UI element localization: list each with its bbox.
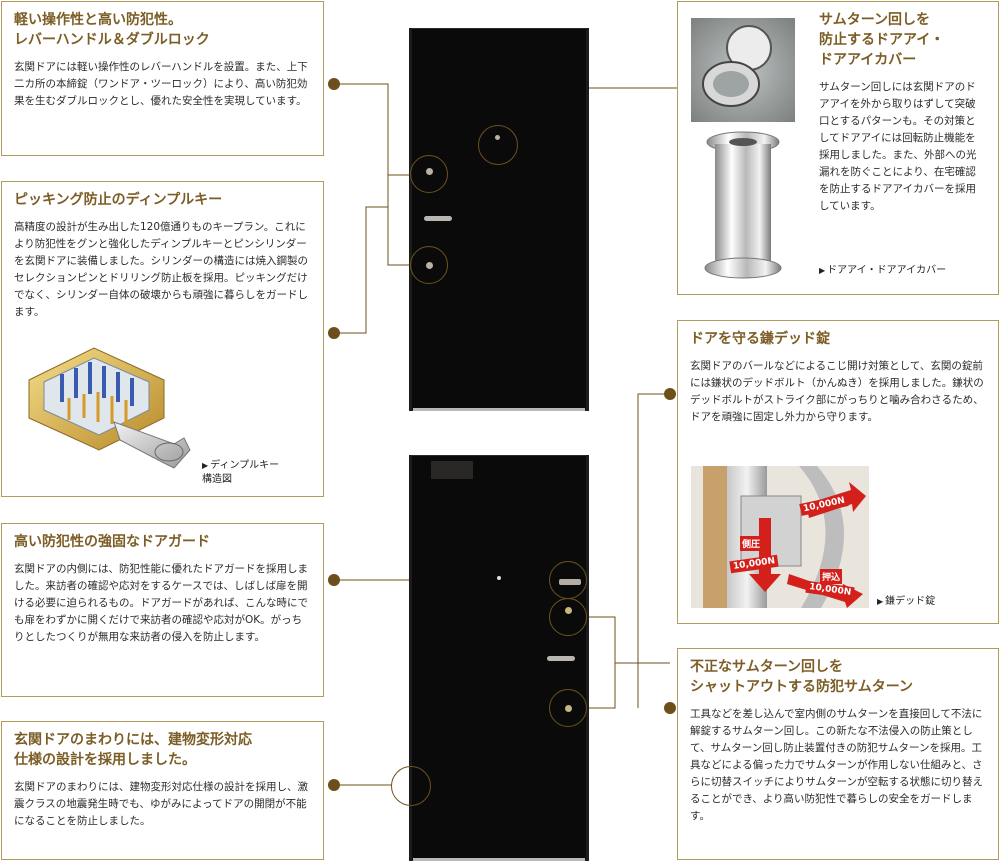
highlight-circle	[478, 125, 518, 165]
card-title: 高い防犯性の強固なドアガード	[14, 534, 210, 550]
leader-line-lever	[334, 83, 415, 176]
highlight-circle	[410, 246, 448, 284]
highlight-circle	[391, 766, 431, 806]
card-door-frame: 玄関ドアのまわりには、建物変形対応 仕様の設計を採用しました。 玄関ドアのまわり…	[1, 721, 324, 860]
card-dimple-key: ピッキング防止のディンプルキー 高精度の設計が生み出した120億通りものキープラ…	[1, 181, 324, 497]
lever-handle	[424, 216, 452, 221]
card-body: 玄関ドアのバールなどによるこじ開け対策として、玄関の錠前には鎌状のデッドボルト（…	[690, 360, 984, 423]
card-thumbturn: 不正なサムターン回しを シャットアウトする防犯サムターン 工具などを差し込んで室…	[677, 648, 999, 860]
leader-line-deadbolt	[615, 393, 670, 664]
card-body: 高精度の設計が生み出した120億通りものキープラン。これにより防犯性をグンと強化…	[14, 221, 308, 318]
card-lever-handle: 軽い操作性と高い防犯性。 レバーハンドル＆ダブルロック 玄関ドアには軽い操作性の…	[1, 1, 324, 156]
card-body: 工具などを差し込んで室内側のサムターンを直接回して不法に解錠するサムターン回し。…	[690, 708, 984, 822]
door-eye-photo	[704, 131, 782, 279]
force-label-side-title: 側圧	[740, 536, 763, 551]
leader-line-thumbturn	[585, 616, 670, 664]
caption-dimple-key: ディンプルキー 構造図	[202, 459, 279, 487]
card-body: 玄関ドアのまわりには、建物変形対応仕様の設計を採用し、激震クラスの地震発生時でも…	[14, 781, 308, 827]
connector-dot	[664, 702, 676, 714]
highlight-circle	[410, 155, 448, 193]
caption-deadbolt: 鎌デッド錠	[877, 595, 935, 609]
card-title: サムターン回しを 防止するドアアイ・ ドアアイカバー	[819, 12, 945, 68]
card-body: サムターン回しには玄関ドアのドアアイを外から取りはずして突破口とするパターンも。…	[819, 81, 977, 212]
connector-dot	[664, 388, 676, 400]
card-title: 軽い操作性と高い防犯性。 レバーハンドル＆ダブルロック	[14, 12, 210, 48]
card-door-guard: 高い防犯性の強固なドアガード 玄関ドアの内側には、防犯性能に優れたドアガードを採…	[1, 523, 324, 697]
card-body: 玄関ドアの内側には、防犯性能に優れたドアガードを採用しました。来訪者の確認や応対…	[14, 563, 308, 643]
card-title: ドアを守る鎌デッド錠	[690, 331, 830, 347]
card-title: 玄関ドアのまわりには、建物変形対応 仕様の設計を採用しました。	[14, 732, 252, 768]
highlight-circle	[549, 598, 587, 636]
door-closer	[431, 461, 473, 479]
door-interior	[409, 455, 589, 861]
caption-door-eye: ドアアイ・ドアアイカバー	[819, 264, 946, 278]
leader-line-lever-lower	[387, 175, 415, 266]
highlight-circle	[549, 689, 587, 727]
connector-dot	[328, 574, 340, 586]
card-body: 玄関ドアには軽い操作性のレバーハンドルを設置。また、上下二カ所の本締錠（ワンドア…	[14, 61, 308, 107]
force-label-push-title: 押込	[820, 569, 843, 584]
connector-dot	[328, 779, 340, 791]
leader-line-thumbturn-lower	[585, 663, 616, 709]
door-eye-cover-photo	[691, 18, 795, 122]
card-door-eye: サムターン回しを 防止するドアアイ・ ドアアイカバー サムターン回しには玄関ドア…	[677, 1, 999, 295]
card-deadbolt: ドアを守る鎌デッド錠 玄関ドアのバールなどによるこじ開け対策として、玄関の錠前に…	[677, 320, 999, 624]
card-title: 不正なサムターン回しを シャットアウトする防犯サムターン	[690, 659, 914, 695]
inner-lever-handle	[547, 656, 575, 661]
door-exterior	[409, 28, 589, 411]
card-title: ピッキング防止のディンプルキー	[14, 192, 223, 208]
door-eye-inner	[497, 576, 501, 580]
connector-dot	[328, 327, 340, 339]
leader-line-dimple	[334, 206, 388, 334]
dimple-key-diagram	[28, 347, 191, 469]
highlight-circle	[549, 561, 587, 599]
connector-dot	[328, 78, 340, 90]
